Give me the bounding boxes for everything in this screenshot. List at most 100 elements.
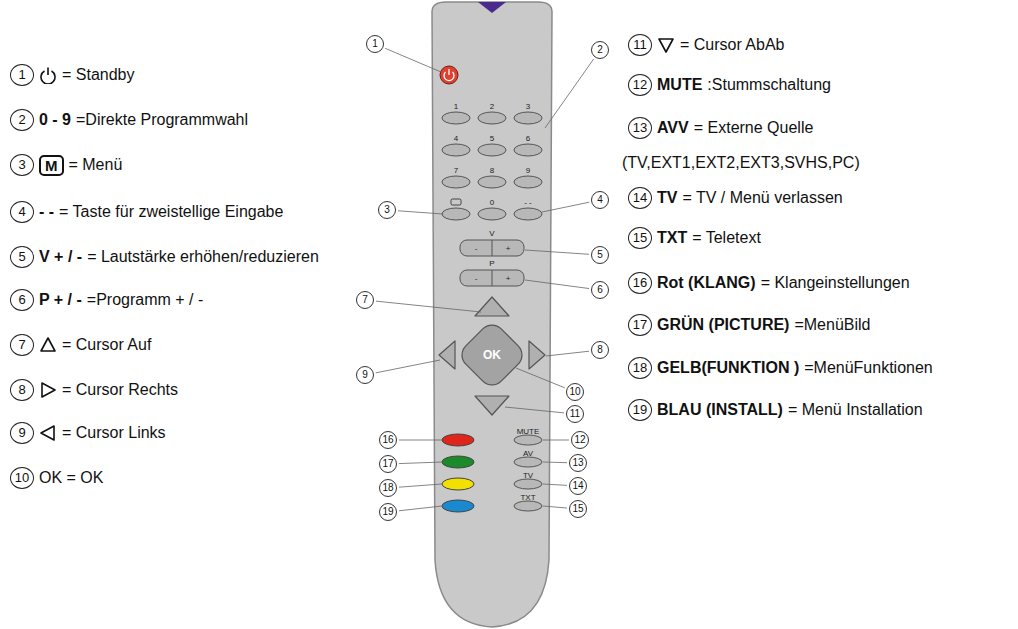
color-buttons [442,478,474,490]
button-label: 2 [490,102,494,111]
left-symbol [41,426,54,440]
function-buttons [514,435,542,445]
legend-row: 5V + / -= Lautstärke erhöhen/reduzieren [10,246,319,268]
leader-line [543,440,569,441]
number-buttons [442,144,470,156]
callout-number: 14 [569,477,587,495]
button-label: 5 [490,134,494,143]
callout-number: 1 [10,64,34,86]
cursor-buttons [475,396,509,415]
leader-line [385,48,441,72]
number-buttons [478,144,506,156]
cursor-buttons [529,341,545,369]
function-buttons [514,479,542,489]
cursor-buttons [439,341,455,369]
callout-number: 16 [379,431,397,449]
function-buttons [514,501,542,511]
leader-line [525,250,589,254]
button-label: 9 [526,166,530,175]
key-name: BLAU (INSTALL) [657,401,783,419]
callout-number: 2 [10,109,34,131]
key-name: AVV [657,119,689,137]
up-symbol [39,336,57,354]
button-label: 4 [454,134,458,143]
menu-key-symbol: M [39,155,64,176]
legend-text: = TV / Menü verlassen [682,189,842,207]
leader-lines [376,48,594,510]
number-buttons [442,112,470,124]
number-buttons [442,112,542,220]
legend-text: = Teletext [692,229,761,247]
button-label: TV [523,471,533,480]
callout-number: 4 [591,191,609,209]
legend-text: =MenüFunktionen [804,359,933,377]
callout-number: 11 [566,405,584,423]
legend-row: 8= Cursor Rechts [10,379,178,401]
leader-line [376,301,481,312]
standby-button [440,66,458,84]
key-name: P + / - [39,291,82,309]
key-name: MUTE [657,76,702,94]
leader-line [376,360,440,373]
legend-text: = Externe Quelle [694,119,814,137]
legend-text: =MenüBild [794,316,870,334]
power-symbol [41,68,55,85]
rocker-buttons [492,240,493,256]
callout-number: 19 [379,503,397,521]
callout-number: 5 [10,246,34,268]
number-buttons [442,208,470,220]
callout-number: 7 [10,334,34,356]
key-name: - - [39,203,54,221]
legend-row: 17GRÜN (PICTURE)=MenüBild [628,314,870,336]
button-label: - [475,244,478,253]
callout-number: 18 [379,479,397,497]
button-label: AV [523,449,533,458]
callout-number: 18 [628,357,652,379]
menu-icon [451,199,461,205]
leader-line [545,59,594,128]
callout-number: 12 [571,431,589,449]
callout-number: 13 [628,117,652,139]
color-buttons [442,434,474,512]
rocker-buttons [492,270,493,286]
legend-text: = Cursor AbAb [680,36,785,54]
key-name: V + / - [39,248,82,266]
button-label: 1 [454,102,458,111]
rocker-buttons [460,240,524,256]
callout-number: 9 [356,366,374,384]
remote-body [478,2,506,13]
rocker-buttons [460,270,524,286]
leader-line [399,440,442,441]
remote-body [432,2,552,627]
legend-row: 16Rot (KLANG)= Klangeinstellungen [628,272,910,294]
legend-row: (TV,EXT1,EXT2,EXT3,SVHS,PC) [622,154,860,172]
callout-number: 6 [591,281,609,299]
leader-line [399,462,442,464]
key-name: 0 - 9 [39,111,71,129]
legend-text: = Taste für zweistellige Eingabe [59,203,283,221]
leader-line [546,351,589,356]
legend-text: = Menü [69,156,123,174]
leader-line [543,506,567,508]
legend-text: = Menü Installation [788,401,923,419]
callout-number: 6 [10,289,34,311]
button-label: + [506,244,511,253]
button-label: V [489,229,494,238]
key-name: TV [657,189,677,207]
legend-text: = Cursor Auf [62,336,151,354]
power-symbol [39,66,57,84]
button-label: OK [483,348,501,362]
legend-row: 6P + / -=Programm + / - [10,289,203,311]
legend-row: 18GELB(FUNKTION )=MenüFunktionen [628,357,933,379]
legend-row: 3M= Menü [10,154,122,176]
key-name: GRÜN (PICTURE) [657,316,789,334]
legend-row: 12MUTE:Stummschaltung [628,74,831,96]
button-label: MUTE [517,427,540,436]
legend-text: = Cursor Rechts [62,381,178,399]
leader-line [525,280,589,289]
legend-text: = Standby [62,66,135,84]
legend-text: (TV,EXT1,EXT2,EXT3,SVHS,PC) [622,154,860,172]
button-label: 0 [490,198,494,207]
legend-row: 14TV= TV / Menü verlassen [628,187,843,209]
